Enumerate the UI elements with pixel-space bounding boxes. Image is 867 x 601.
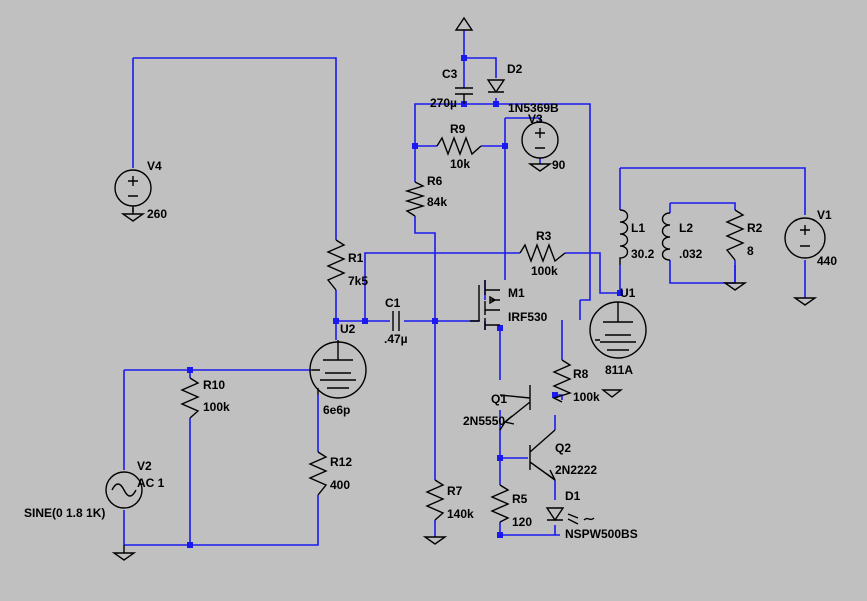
value-r3: 100k bbox=[531, 264, 558, 278]
value-u1: 811A bbox=[605, 363, 633, 377]
tube-u1-icon bbox=[589, 301, 647, 359]
v3-source bbox=[521, 121, 559, 159]
label-r1: R1 bbox=[348, 251, 364, 265]
resistor-icons bbox=[180, 136, 745, 523]
value-r6: 84k bbox=[427, 195, 447, 209]
value-r2: 8 bbox=[747, 244, 754, 258]
label-c3: C3 bbox=[442, 67, 458, 81]
label-c1: C1 bbox=[385, 296, 401, 310]
label-l2: L2 bbox=[679, 221, 693, 235]
value-r1: 7k5 bbox=[348, 274, 368, 288]
ground-icons bbox=[111, 16, 818, 561]
label-v4: V4 bbox=[147, 159, 162, 173]
label-d1: D1 bbox=[565, 489, 581, 503]
label-r12: R12 bbox=[330, 455, 352, 469]
bjt-icons bbox=[499, 385, 556, 481]
label-r2: R2 bbox=[747, 221, 763, 235]
value-l2: .032 bbox=[679, 247, 703, 261]
label-u1: U1 bbox=[620, 286, 636, 300]
v1-source bbox=[784, 217, 826, 259]
label-r7: R7 bbox=[447, 484, 463, 498]
value-m1: IRF530 bbox=[508, 310, 548, 324]
capacitor-icons bbox=[392, 87, 473, 331]
value-v4: 260 bbox=[147, 207, 167, 221]
value-c3: 270µ bbox=[430, 96, 457, 110]
value-u2: 6e6p bbox=[323, 403, 350, 417]
label-r6: R6 bbox=[427, 174, 443, 188]
label-u2: U2 bbox=[340, 322, 356, 336]
wires bbox=[123, 30, 806, 546]
label-r8: R8 bbox=[573, 367, 589, 381]
value-d1: NSPW500BS bbox=[565, 527, 638, 541]
component-labels: V4 260 V3 90 V1 440 V2 AC 1 SINE(0 1.8 1… bbox=[24, 62, 837, 541]
value-l1: 30.2 bbox=[631, 247, 655, 261]
value-d2: 1N5369B bbox=[508, 101, 559, 115]
value-r7: 140k bbox=[447, 507, 474, 521]
label-r10: R10 bbox=[203, 378, 225, 392]
value-q1: 2N5550 bbox=[463, 414, 505, 428]
label-r5: R5 bbox=[512, 492, 528, 506]
diode-icons bbox=[486, 79, 595, 525]
value-v1: 440 bbox=[817, 254, 837, 268]
label-v3: V3 bbox=[528, 112, 543, 126]
label-d2: D2 bbox=[507, 62, 523, 76]
value-r5: 120 bbox=[512, 515, 532, 529]
label-q1: Q1 bbox=[491, 392, 507, 406]
mosfet-icon bbox=[470, 280, 500, 330]
v2-source bbox=[105, 471, 143, 509]
value-q2: 2N2222 bbox=[555, 463, 597, 477]
value-c1: .47µ bbox=[384, 332, 408, 346]
label-r3: R3 bbox=[536, 229, 552, 243]
source-v2: SINE(0 1.8 1K) bbox=[24, 506, 105, 520]
inductor-icons bbox=[619, 209, 671, 265]
value-r12: 400 bbox=[330, 478, 350, 492]
v4-source bbox=[114, 169, 152, 212]
label-q2: Q2 bbox=[555, 441, 571, 455]
value-r9: 10k bbox=[450, 157, 470, 171]
value-v2: AC 1 bbox=[137, 476, 165, 490]
label-r9: R9 bbox=[450, 122, 466, 136]
value-r8: 100k bbox=[573, 390, 600, 404]
value-r10: 100k bbox=[203, 400, 230, 414]
value-v3: 90 bbox=[552, 158, 566, 172]
tube-u2-icon bbox=[309, 340, 367, 399]
label-l1: L1 bbox=[631, 221, 645, 235]
label-v2: V2 bbox=[137, 459, 152, 473]
label-v1: V1 bbox=[817, 208, 832, 222]
label-m1: M1 bbox=[508, 286, 525, 300]
